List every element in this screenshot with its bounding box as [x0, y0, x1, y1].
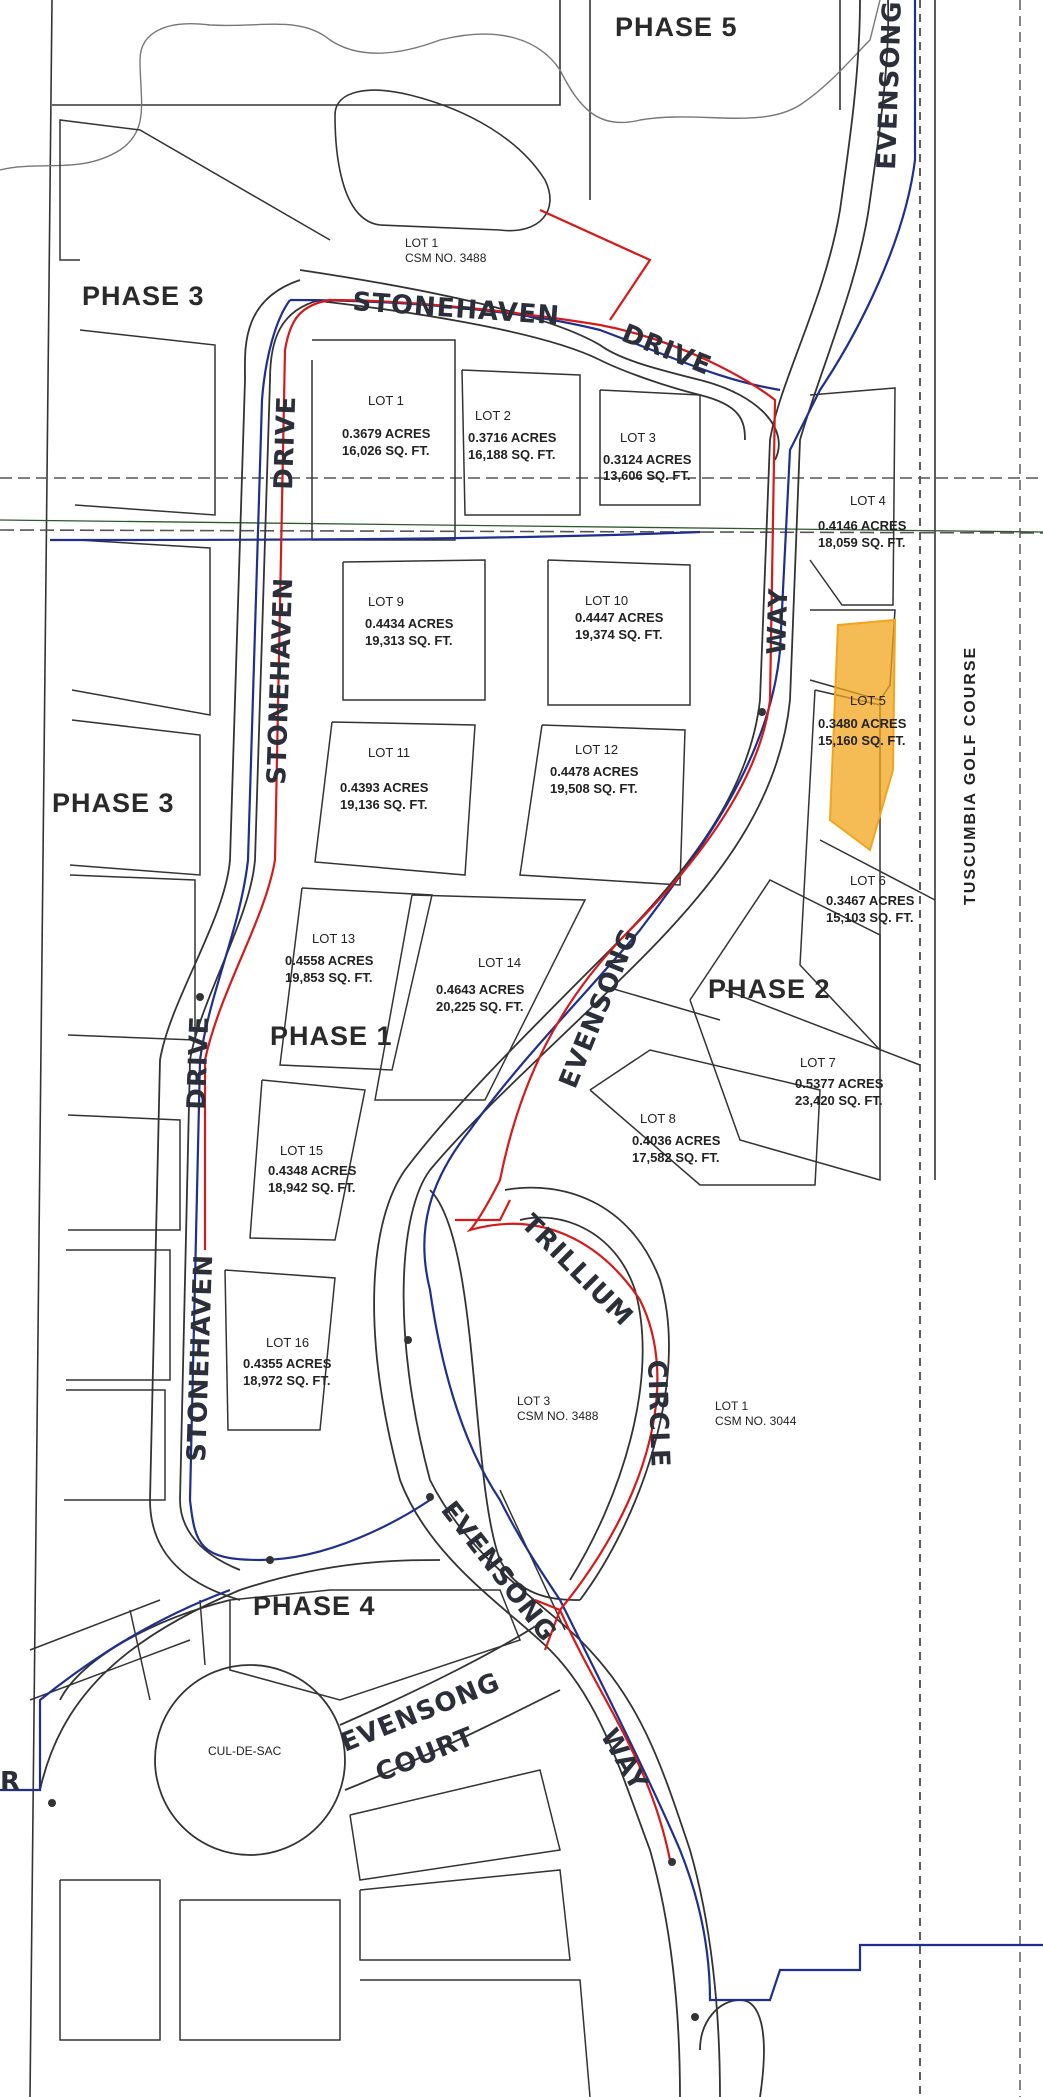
svg-text:0.3716 ACRES: 0.3716 ACRES	[468, 430, 557, 445]
street-circle: CIRCLE	[641, 1359, 675, 1468]
svg-text:LOT 9: LOT 9	[368, 594, 404, 609]
street-edge-r: R	[0, 1767, 21, 1797]
lot-1-label: LOT 1 0.3679 ACRES 16,026 SQ. FT.	[342, 393, 431, 458]
lot-9-label: LOT 9 0.4434 ACRES 19,313 SQ. FT.	[365, 594, 454, 648]
svg-text:0.4643 ACRES: 0.4643 ACRES	[436, 982, 525, 997]
svg-text:LOT 3: LOT 3	[620, 430, 656, 445]
csm-lot1-top-no: CSM NO. 3488	[405, 251, 487, 265]
lot-14-label: LOT 14 0.4643 ACRES 20,225 SQ. FT.	[436, 955, 525, 1014]
street-way-top: WAY	[762, 587, 794, 655]
svg-text:0.3124 ACRES: 0.3124 ACRES	[603, 452, 692, 467]
lot-5-label: LOT 5 0.3480 ACRES 15,160 SQ. FT.	[818, 693, 907, 748]
svg-text:0.4036 ACRES: 0.4036 ACRES	[632, 1133, 721, 1148]
svg-text:23,420 SQ. FT.: 23,420 SQ. FT.	[795, 1093, 882, 1108]
svg-text:13,606 SQ. FT.: 13,606 SQ. FT.	[603, 468, 690, 483]
svg-text:0.4434 ACRES: 0.4434 ACRES	[365, 616, 454, 631]
lot-12-label: LOT 12 0.4478 ACRES 19,508 SQ. FT.	[550, 742, 639, 796]
svg-text:LOT 8: LOT 8	[640, 1111, 676, 1126]
svg-text:18,972 SQ. FT.: 18,972 SQ. FT.	[243, 1373, 330, 1388]
svg-text:LOT 12: LOT 12	[575, 742, 618, 757]
svg-text:LOT 4: LOT 4	[850, 493, 886, 508]
svg-text:0.4355 ACRES: 0.4355 ACRES	[243, 1356, 332, 1371]
svg-text:16,188 SQ. FT.: 16,188 SQ. FT.	[468, 447, 555, 462]
svg-text:0.4447 ACRES: 0.4447 ACRES	[575, 610, 664, 625]
lot-7-label: LOT 7 0.5377 ACRES 23,420 SQ. FT.	[795, 1055, 884, 1108]
street-trillium: TRILLIUM	[515, 1209, 639, 1333]
svg-text:15,160 SQ. FT.: 15,160 SQ. FT.	[818, 733, 905, 748]
lot-6-label: LOT 6 0.3467 ACRES 15,103 SQ. FT.	[826, 873, 915, 925]
lot-15-label: LOT 15 0.4348 ACRES 18,942 SQ. FT.	[268, 1143, 357, 1195]
street-drive-vertical: DRIVE	[269, 395, 302, 490]
svg-text:0.4348 ACRES: 0.4348 ACRES	[268, 1163, 357, 1178]
svg-text:19,508 SQ. FT.: 19,508 SQ. FT.	[550, 781, 637, 796]
street-evensong-low: EVENSONG	[434, 1496, 562, 1648]
svg-text:0.3679 ACRES: 0.3679 ACRES	[342, 426, 431, 441]
svg-text:LOT 14: LOT 14	[478, 955, 521, 970]
lot-13-label: LOT 13 0.4558 ACRES 19,853 SQ. FT.	[285, 931, 374, 985]
svg-text:17,582 SQ. FT.: 17,582 SQ. FT.	[632, 1150, 719, 1165]
street-stonehaven-vertical: STONEHAVEN	[262, 576, 299, 785]
svg-text:19,374 SQ. FT.: 19,374 SQ. FT.	[575, 627, 662, 642]
svg-text:0.4558 ACRES: 0.4558 ACRES	[285, 953, 374, 968]
svg-text:LOT 5: LOT 5	[850, 693, 886, 708]
lot-5-highlight	[828, 618, 897, 852]
phase-3-mid-label: PHASE 3	[52, 788, 175, 818]
cul-de-sac-label: CUL-DE-SAC	[208, 1744, 282, 1758]
golf-course-label: TUSCUMBIA GOLF COURSE	[962, 646, 979, 905]
svg-text:0.3480 ACRES: 0.3480 ACRES	[818, 716, 907, 731]
street-evensong-top: EVENSONG	[872, 0, 908, 170]
lot-3-label: LOT 3 0.3124 ACRES 13,606 SQ. FT.	[603, 430, 692, 483]
svg-text:0.4478 ACRES: 0.4478 ACRES	[550, 764, 639, 779]
lot-16-label: LOT 16 0.4355 ACRES 18,972 SQ. FT.	[243, 1335, 332, 1388]
lot-8-label: LOT 8 0.4036 ACRES 17,582 SQ. FT.	[632, 1111, 721, 1165]
svg-text:19,313 SQ. FT.: 19,313 SQ. FT.	[365, 633, 452, 648]
svg-text:0.3467 ACRES: 0.3467 ACRES	[826, 893, 915, 908]
lot-4-label: LOT 4 0.4146 ACRES 18,059 SQ. FT.	[818, 493, 907, 550]
svg-text:0.4393 ACRES: 0.4393 ACRES	[340, 780, 429, 795]
sewer-main-lines	[203, 208, 777, 1861]
street-stonehaven-lower: STONEHAVEN	[182, 1253, 219, 1462]
street-way-low: WAY	[594, 1724, 654, 1797]
svg-text:LOT 11: LOT 11	[368, 745, 410, 760]
csm-lot1-right: LOT 1	[715, 1399, 748, 1413]
svg-text:0.5377 ACRES: 0.5377 ACRES	[795, 1076, 884, 1091]
svg-text:LOT 6: LOT 6	[850, 873, 886, 888]
svg-text:LOT 1: LOT 1	[368, 393, 404, 408]
svg-text:19,136 SQ. FT.: 19,136 SQ. FT.	[340, 797, 427, 812]
phase-4-parcels	[29, 1489, 591, 2097]
phase-5-label: PHASE 5	[615, 12, 738, 42]
svg-text:18,059 SQ. FT.: 18,059 SQ. FT.	[818, 535, 905, 550]
phase-3-parcels	[59, 119, 331, 1501]
svg-text:15,103 SQ. FT.: 15,103 SQ. FT.	[826, 910, 913, 925]
phase-3-upper-label: PHASE 3	[82, 281, 205, 311]
lot-boundaries	[224, 339, 936, 1431]
csm-lot3: LOT 3	[517, 1394, 550, 1408]
svg-text:LOT 10: LOT 10	[585, 593, 628, 608]
svg-text:19,853 SQ. FT.: 19,853 SQ. FT.	[285, 970, 372, 985]
svg-text:LOT 2: LOT 2	[475, 408, 511, 423]
svg-text:20,225 SQ. FT.: 20,225 SQ. FT.	[436, 999, 523, 1014]
svg-text:0.4146 ACRES: 0.4146 ACRES	[818, 518, 907, 533]
csm-lot3-no: CSM NO. 3488	[517, 1409, 599, 1423]
utility-markers	[48, 708, 766, 2021]
svg-text:LOT 16: LOT 16	[266, 1335, 309, 1350]
phase-1-label: PHASE 1	[270, 1021, 393, 1051]
csm-lot1-right-no: CSM NO. 3044	[715, 1414, 797, 1428]
svg-text:LOT 15: LOT 15	[280, 1143, 323, 1158]
lot-10-label: LOT 10 0.4447 ACRES 19,374 SQ. FT.	[575, 593, 664, 642]
svg-text:LOT 13: LOT 13	[312, 931, 355, 946]
lot-11-label: LOT 11 0.4393 ACRES 19,136 SQ. FT.	[340, 745, 429, 812]
svg-text:16,026 SQ. FT.: 16,026 SQ. FT.	[342, 443, 429, 458]
street-drive-lower: DRIVE	[182, 1015, 215, 1110]
svg-text:LOT 7: LOT 7	[800, 1055, 836, 1070]
csm-lot1-top: LOT 1	[405, 236, 438, 250]
svg-text:18,942 SQ. FT.: 18,942 SQ. FT.	[268, 1180, 355, 1195]
phase-4-label: PHASE 4	[253, 1591, 376, 1621]
phase-2-label: PHASE 2	[708, 974, 831, 1004]
street-stonehaven-top: STONEHAVEN	[352, 287, 561, 331]
lot-2-label: LOT 2 0.3716 ACRES 16,188 SQ. FT.	[468, 408, 557, 462]
